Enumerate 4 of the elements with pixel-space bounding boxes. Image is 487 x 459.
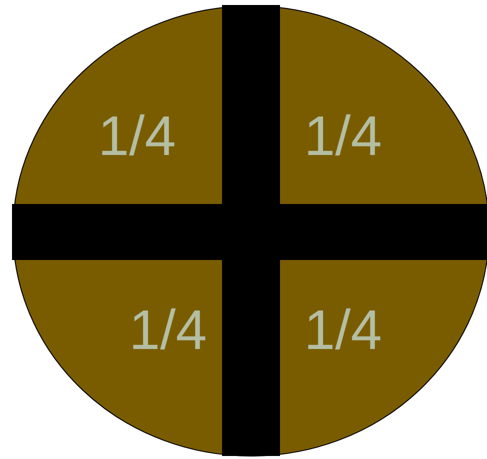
fraction-label: 1/4 bbox=[98, 108, 176, 164]
fraction-label: 1/4 bbox=[304, 302, 382, 358]
fraction-label: 1/4 bbox=[129, 302, 207, 358]
fraction-label: 1/4 bbox=[304, 108, 382, 164]
